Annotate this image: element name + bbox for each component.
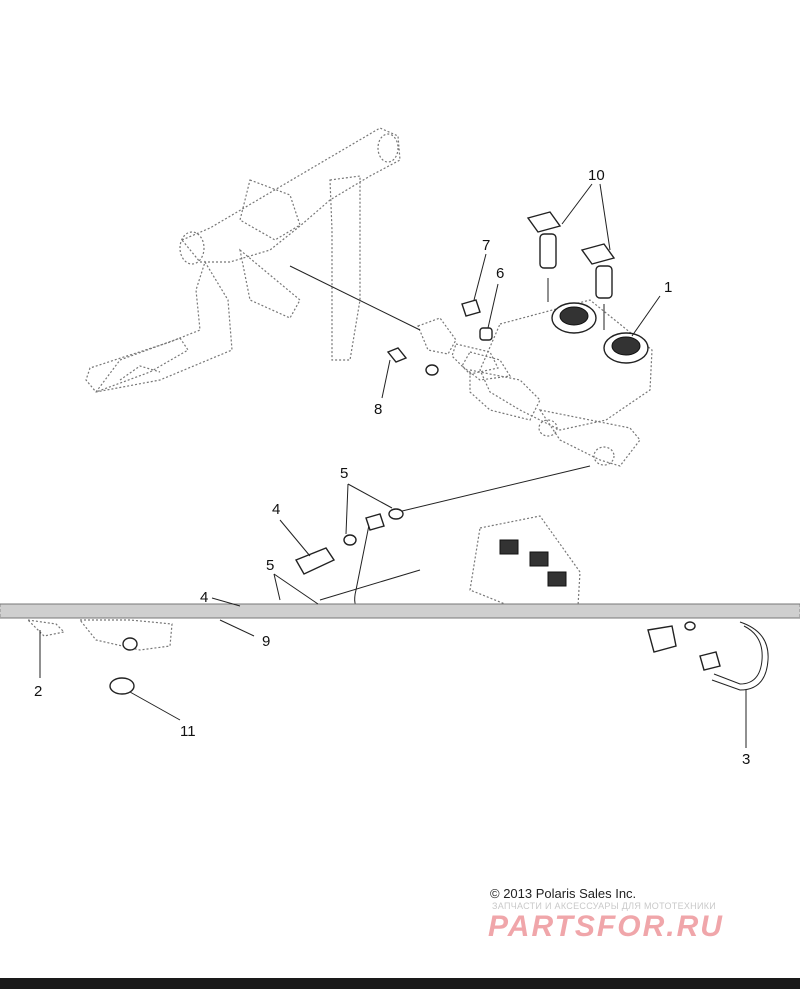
- clevis: [289, 265, 499, 375]
- callout-10: 10: [588, 167, 605, 184]
- callout-2: 2: [34, 683, 42, 700]
- callout-5-lower: 5: [266, 557, 274, 574]
- rear-brake-hose: [647, 621, 769, 691]
- lower-left-components: [26, 619, 173, 695]
- callout-9: 9: [262, 633, 270, 650]
- callout-3: 3: [742, 751, 750, 768]
- small-hardware: [386, 299, 493, 376]
- callout-6: 6: [496, 265, 504, 282]
- callout-4-upper: 4: [272, 501, 280, 518]
- watermark-brand: PARTSFOR.RU: [488, 910, 724, 943]
- callout-leaders: [39, 183, 747, 748]
- callout-5-upper: 5: [340, 465, 348, 482]
- brake-line-assembly: [294, 465, 591, 611]
- copyright-text: © 2013 Polaris Sales Inc.: [490, 886, 637, 901]
- callout-1: 1: [664, 279, 672, 296]
- master-cylinder: [461, 299, 653, 467]
- brake-pedal-assembly: [85, 127, 401, 394]
- watermark-tagline: ЗАПЧАСТИ И АКСЕССУАРЫ ДЛЯ МОТОТЕХНИКИ: [492, 901, 717, 911]
- frame-rail: [0, 603, 800, 619]
- callout-8: 8: [374, 401, 382, 418]
- bottom-bar: [0, 978, 800, 989]
- callout-7: 7: [482, 237, 490, 254]
- pressure-switches: [526, 211, 616, 330]
- abs-module: [469, 515, 581, 611]
- callout-11: 11: [180, 723, 196, 740]
- callout-4-lower: 4: [200, 589, 208, 606]
